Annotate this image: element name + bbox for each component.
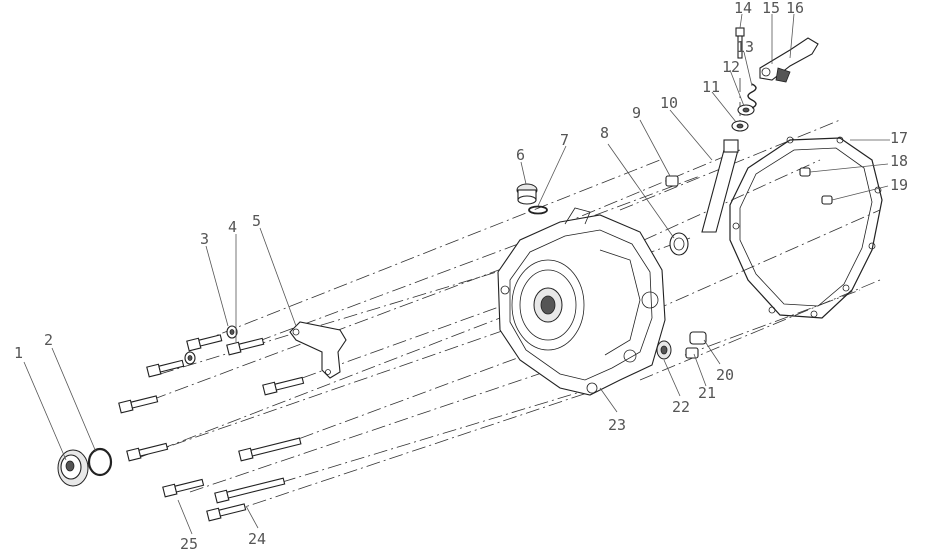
part-17-gasket xyxy=(729,136,883,319)
callout-6: 6 xyxy=(516,146,525,164)
part-15-16-lever xyxy=(759,37,819,83)
callout-7: 7 xyxy=(560,131,569,149)
callout-15: 15 xyxy=(762,0,780,17)
callout-22: 22 xyxy=(672,398,690,416)
bolt-group xyxy=(118,334,305,522)
callout-4: 4 xyxy=(228,218,237,236)
callout-19: 19 xyxy=(890,176,908,194)
callout-10: 10 xyxy=(660,94,678,112)
callout-23: 23 xyxy=(608,416,626,434)
callout-1: 1 xyxy=(14,344,23,362)
leader-lines xyxy=(23,13,890,535)
part-8-gear xyxy=(669,232,689,256)
part-23-crankcase-cover xyxy=(497,207,666,396)
part-10-shaft xyxy=(701,139,739,233)
callout-13: 13 xyxy=(736,38,754,56)
callout-18: 18 xyxy=(890,152,908,170)
part-18-dowel xyxy=(799,167,811,177)
callout-labels: 1 2 3 4 5 6 7 8 9 10 11 12 13 14 15 16 1… xyxy=(14,0,908,553)
part-19-screw xyxy=(821,195,833,205)
callout-9: 9 xyxy=(632,104,641,122)
part-11-washer xyxy=(731,120,749,132)
callout-14: 14 xyxy=(734,0,752,17)
callout-24: 24 xyxy=(248,530,266,548)
callout-5: 5 xyxy=(252,212,261,230)
callout-20: 20 xyxy=(716,366,734,384)
part-12-washer xyxy=(737,104,755,116)
part-20-dowel xyxy=(689,331,707,345)
callout-12: 12 xyxy=(722,58,740,76)
callout-25: 25 xyxy=(180,535,198,553)
part-2-o-ring xyxy=(87,447,113,477)
part-7-o-ring xyxy=(528,205,548,215)
callout-17: 17 xyxy=(890,129,908,147)
part-3-washers xyxy=(184,325,238,365)
part-21-dowel xyxy=(685,347,699,359)
part-5-bracket xyxy=(289,321,347,379)
part-1-cover-cap xyxy=(57,449,89,487)
callout-21: 21 xyxy=(698,384,716,402)
callout-11: 11 xyxy=(702,78,720,96)
callout-16: 16 xyxy=(786,0,804,17)
part-9-dowel xyxy=(665,175,679,187)
callout-3: 3 xyxy=(200,230,209,248)
part-13-spring xyxy=(747,83,757,109)
callout-8: 8 xyxy=(600,124,609,142)
part-22-oil-seal xyxy=(656,340,672,360)
callout-2: 2 xyxy=(44,331,53,349)
part-6-plug xyxy=(516,183,538,205)
